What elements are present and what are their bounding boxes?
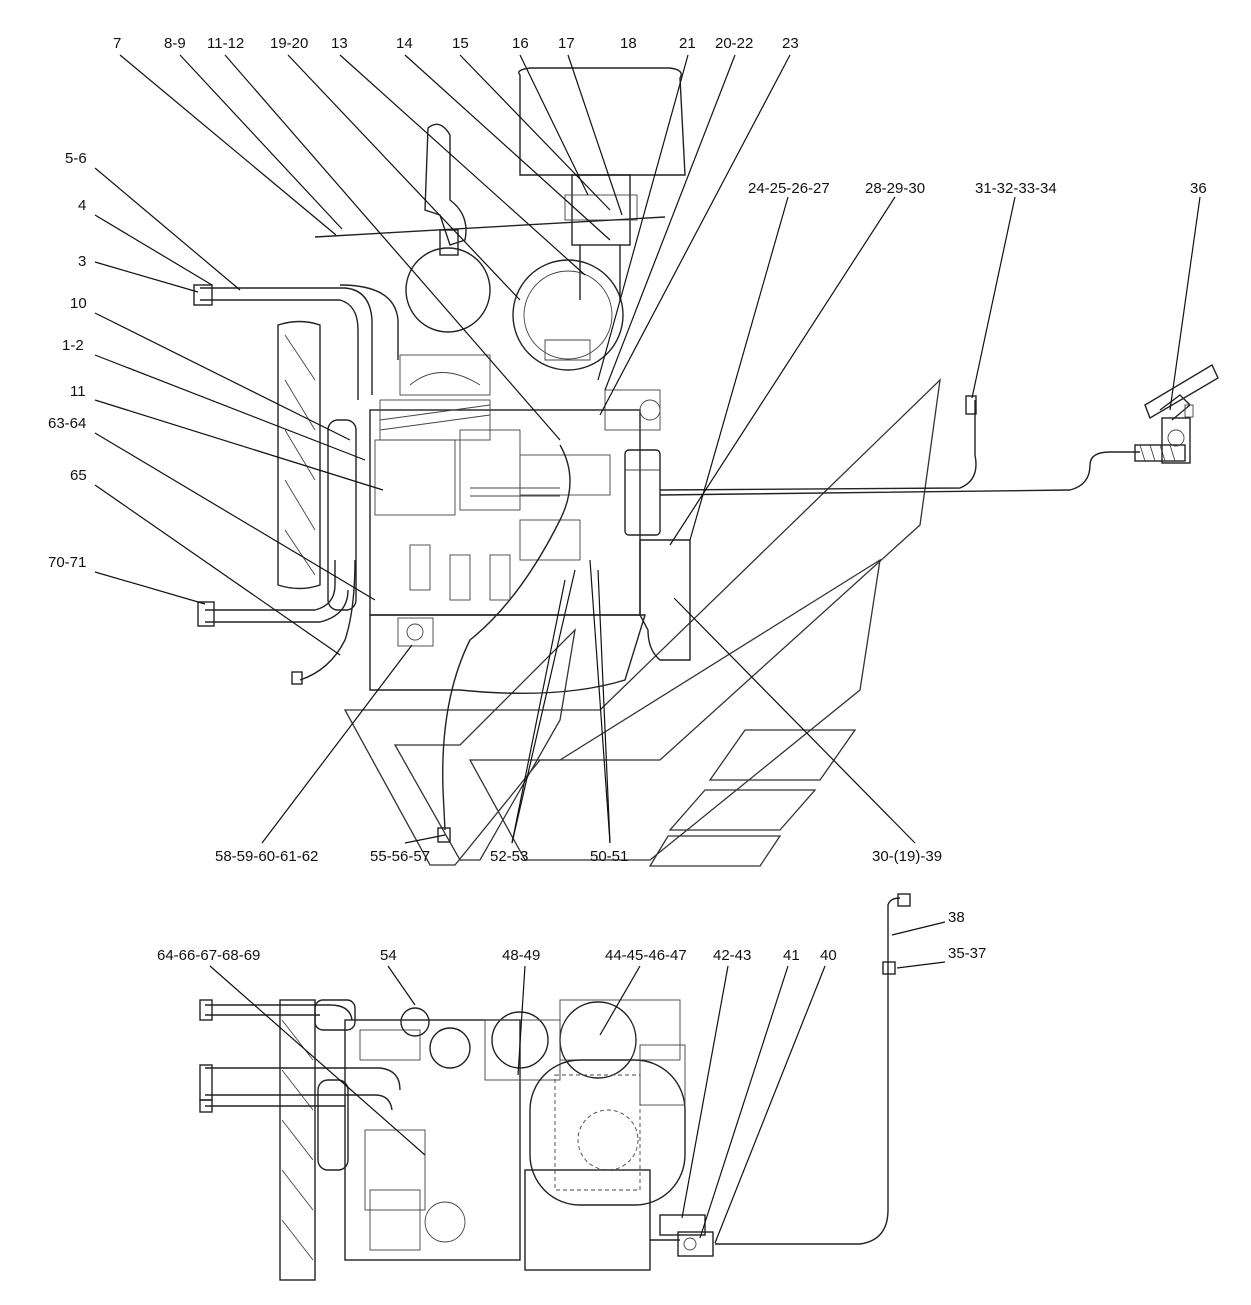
label-top-10: 21 [679,35,696,52]
label-left-8: 70-71 [48,554,86,571]
label-bottom-3: 50-51 [590,848,628,865]
label-top-5: 14 [396,35,413,52]
label-top-6: 15 [452,35,469,52]
label-bottom-1: 55-56-57 [370,848,430,865]
engine-side-view [193,67,1186,843]
label-lower-1: 54 [380,947,397,964]
label-bottom-2: 52-53 [490,848,528,865]
label-top-1: 8-9 [164,35,186,52]
label-left-6: 63-64 [48,415,86,432]
label-lower-0: 64-66-67-68-69 [157,947,260,964]
label-bottom-0: 58-59-60-61-62 [215,848,318,865]
label-right-3: 36 [1190,180,1207,197]
label-top-7: 16 [512,35,529,52]
label-left-3: 10 [70,295,87,312]
label-top-2: 11-12 [207,35,244,52]
label-left-4: 1-2 [62,337,84,354]
label-left-1: 4 [78,197,86,214]
accelerator-pedal-assembly [1144,364,1219,464]
watermark-logo [343,378,941,867]
label-top-12: 23 [782,35,799,52]
label-top-9: 18 [620,35,637,52]
label-right-1: 28-29-30 [865,180,925,197]
label-lower-2: 48-49 [502,947,540,964]
label-lower-6: 40 [820,947,837,964]
label-left-2: 3 [78,253,86,270]
engine-top-view [199,893,911,1281]
leader-lines [94,54,1201,1244]
label-lower-5: 41 [783,947,800,964]
label-lower-4: 42-43 [713,947,751,964]
label-left-7: 65 [70,467,87,484]
label-left-5: 11 [70,383,86,400]
label-right-4: 30-(19)-39 [872,848,942,865]
label-top-11: 20-22 [715,35,753,52]
label-top-0: 7 [113,35,121,52]
label-lower-7: 38 [948,909,965,926]
label-right-2: 31-32-33-34 [975,180,1057,197]
label-top-3: 19-20 [270,35,308,52]
label-lower-3: 44-45-46-47 [605,947,687,964]
label-right-0: 24-25-26-27 [748,180,830,197]
label-top-4: 13 [331,35,348,52]
part-number-labels: 7 8-9 11-12 19-20 13 14 15 16 17 18 21 2… [48,35,1207,964]
label-lower-8: 35-37 [948,945,986,962]
label-left-0: 5-6 [65,150,87,167]
label-top-8: 17 [558,35,575,52]
